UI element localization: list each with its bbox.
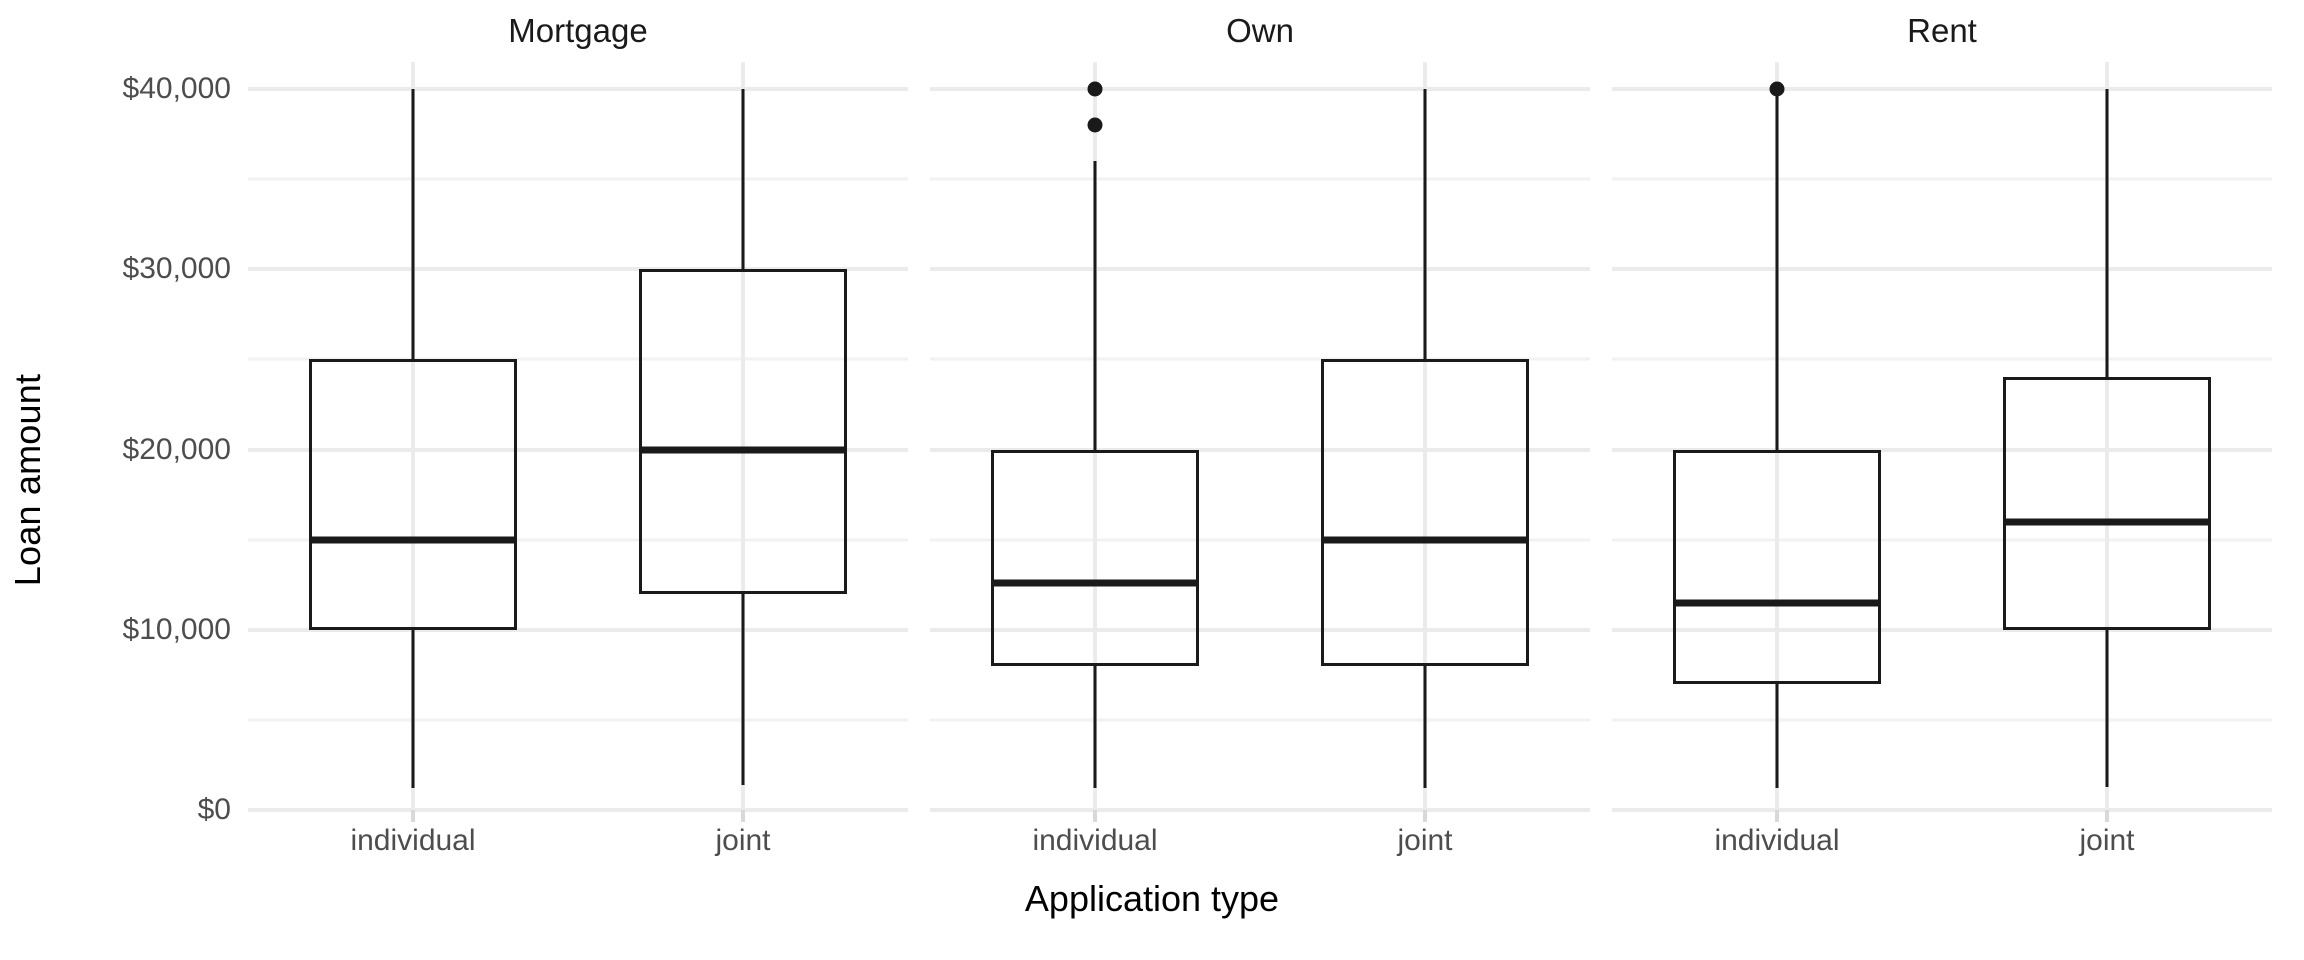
gridline-major [248, 447, 908, 452]
gridline-major [1612, 267, 2272, 272]
gridline-vertical [1423, 62, 1427, 810]
whisker-upper [411, 89, 415, 360]
gridline-major [930, 627, 1590, 632]
median-line [991, 579, 1199, 587]
outlier-point [1087, 117, 1103, 133]
facet-panel-mortgage: Mortgage [248, 12, 908, 812]
gridline-major [1612, 447, 2272, 452]
facet-strip-label: Own [1226, 12, 1294, 49]
gridline-minor [1612, 538, 2272, 542]
gridline-major [930, 87, 1590, 92]
x-axis-tick-mark [1423, 810, 1427, 822]
facet-strip-label: Mortgage [508, 12, 648, 49]
box-iqr [639, 269, 847, 594]
x-axis-tick-label: joint [715, 824, 771, 857]
box-iqr [1321, 359, 1529, 666]
y-axis-tick-label: $40,000 [122, 72, 231, 106]
y-axis-tick-label: $0 [197, 793, 231, 826]
whisker-upper [1093, 161, 1097, 450]
gridline-minor [248, 538, 908, 542]
whisker-upper [1775, 89, 1779, 450]
x-axis-title: Application type [1024, 878, 1280, 919]
y-axis-tick-label: $10,000 [122, 612, 231, 646]
gridline-vertical [2105, 62, 2109, 810]
gridline-minor [248, 718, 908, 722]
box-iqr [309, 359, 517, 630]
y-axis-title: Loan amount [7, 373, 48, 587]
x-axis-tick-label: joint [2079, 824, 2135, 857]
whisker-lower [741, 593, 745, 785]
boxplot-individual [991, 62, 1199, 810]
facet-panel-rent: Rent [1612, 12, 2272, 812]
gridline-major [248, 267, 908, 272]
median-line [639, 446, 847, 454]
boxplot-joint [639, 62, 847, 810]
gridline-major [930, 808, 1590, 812]
box-iqr [991, 449, 1199, 666]
gridline-minor [930, 718, 1590, 722]
whisker-upper [741, 89, 745, 270]
x-axis-tick-label: individual [1032, 824, 1158, 857]
gridline-major [1612, 87, 2272, 92]
box-iqr [2003, 377, 2211, 630]
whisker-lower [1775, 683, 1779, 789]
y-axis-tick-label: $30,000 [122, 252, 231, 286]
boxplot-joint [2003, 62, 2211, 810]
plot-area [1612, 62, 2272, 812]
boxplot-joint [1321, 62, 1529, 810]
box-iqr [1673, 449, 1881, 684]
gridline-major [930, 447, 1590, 452]
gridline-minor [1612, 177, 2272, 181]
x-axis-tick-mark [1775, 810, 1779, 822]
whisker-upper [2105, 89, 2109, 378]
outlier-point [1769, 81, 1785, 97]
y-axis-tick-label: $20,000 [122, 432, 231, 466]
gridline-minor [248, 357, 908, 361]
plot-area [930, 62, 1590, 812]
whisker-lower [411, 629, 415, 789]
y-axis-tick-labels: $0 $10,000 $20,000 $30,000 $40,000 [56, 0, 231, 960]
gridline-major [248, 87, 908, 92]
gridline-minor [930, 357, 1590, 361]
median-line [1321, 536, 1529, 544]
facet-panel-own: Own [930, 12, 1590, 812]
whisker-lower [1423, 665, 1427, 789]
x-axis-tick-mark [741, 810, 745, 822]
gridline-vertical [741, 62, 745, 810]
gridline-vertical [411, 62, 415, 810]
median-line [309, 536, 517, 544]
x-axis-tick-mark [1093, 810, 1097, 822]
whisker-lower [1093, 665, 1097, 789]
median-line [2003, 518, 2211, 526]
whisker-lower [2105, 629, 2109, 787]
boxplot-individual [1673, 62, 1881, 810]
whisker-upper [1423, 89, 1427, 360]
gridline-minor [1612, 357, 2272, 361]
facet-strip-label: Rent [1907, 12, 1977, 49]
x-axis-tick-label: joint [1397, 824, 1453, 857]
plot-area [248, 62, 908, 812]
gridline-minor [930, 177, 1590, 181]
gridline-minor [248, 177, 908, 181]
gridline-major [930, 267, 1590, 272]
gridline-major [248, 808, 908, 812]
x-axis-tick-mark [2105, 810, 2109, 822]
gridline-major [1612, 808, 2272, 812]
gridline-major [248, 627, 908, 632]
x-axis-tick-label: individual [350, 824, 476, 857]
outlier-point [1087, 81, 1103, 97]
boxplot-individual [309, 62, 517, 810]
gridline-major [1612, 627, 2272, 632]
x-axis-tick-mark [411, 810, 415, 822]
x-axis-tick-label: individual [1714, 824, 1840, 857]
gridline-minor [1612, 718, 2272, 722]
gridline-minor [930, 538, 1590, 542]
median-line [1673, 599, 1881, 607]
